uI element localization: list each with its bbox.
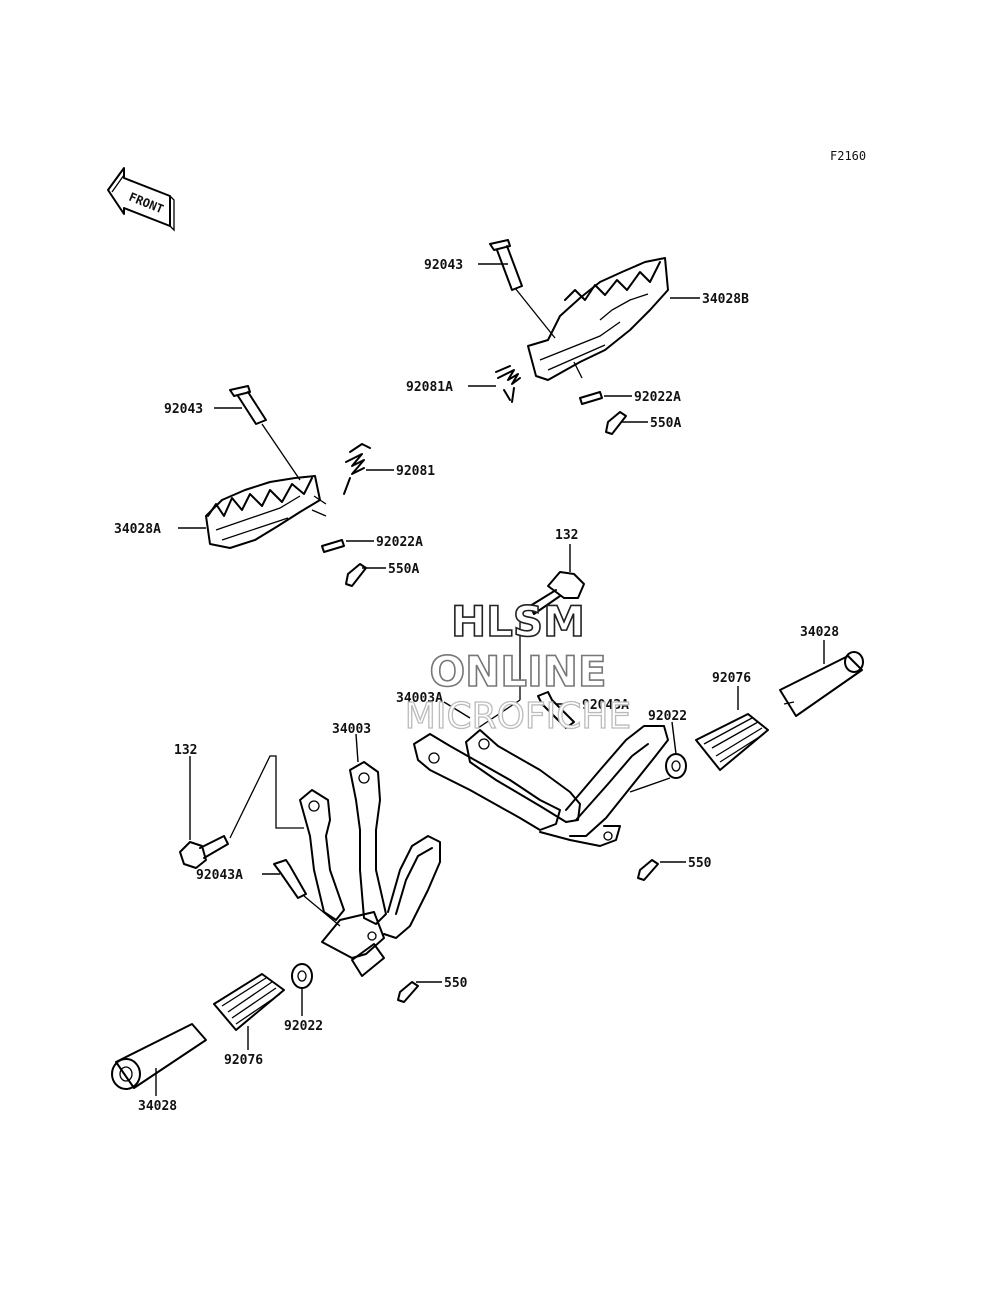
callout-34028B: 34028B: [702, 292, 749, 307]
watermark-line3: MICROFICHE: [405, 696, 631, 737]
footpeg-34028B-drawing: [489, 239, 669, 435]
watermark-line1: HLSM: [451, 597, 585, 646]
callout-92022-right: 92022: [648, 709, 687, 724]
callout-34028A: 34028A: [114, 522, 161, 537]
callout-34028-left: 34028: [138, 1099, 177, 1114]
callout-92076-right: 92076: [712, 671, 751, 686]
callout-92022A-left: 92022A: [376, 535, 423, 550]
bracket-34003A-drawing: [413, 571, 864, 881]
callout-92081A: 92081A: [406, 380, 453, 395]
callout-34028-right: 34028: [800, 625, 839, 640]
callout-92043-top: 92043: [424, 258, 463, 273]
callout-132-left: 132: [174, 743, 197, 758]
callout-34003A: 34003A: [396, 691, 443, 706]
bracket-34003-drawing: [111, 755, 441, 1090]
callout-92043-left: 92043: [164, 402, 203, 417]
diagram-code: F2160: [830, 149, 866, 163]
watermark: HLSM ONLINE MICROFICHE: [404, 596, 632, 737]
callout-550-right: 550: [688, 856, 712, 871]
callout-132-top: 132: [555, 528, 578, 543]
callout-92081: 92081: [396, 464, 435, 479]
watermark-line2: ONLINE: [429, 647, 606, 696]
callout-92022A-top: 92022A: [634, 390, 681, 405]
callout-92076-left: 92076: [224, 1053, 263, 1068]
footpeg-34028A-drawing: [205, 385, 371, 587]
callout-550A-top: 550A: [650, 416, 681, 431]
callout-92022-left: 92022: [284, 1019, 323, 1034]
callout-92043A-left: 92043A: [196, 868, 243, 883]
callout-92043A-right: 92043A: [582, 698, 629, 713]
callout-34003: 34003: [332, 722, 371, 737]
callout-550A-left: 550A: [388, 562, 419, 577]
front-arrow-icon: FRONT: [107, 167, 175, 232]
callout-550-left: 550: [444, 976, 468, 991]
